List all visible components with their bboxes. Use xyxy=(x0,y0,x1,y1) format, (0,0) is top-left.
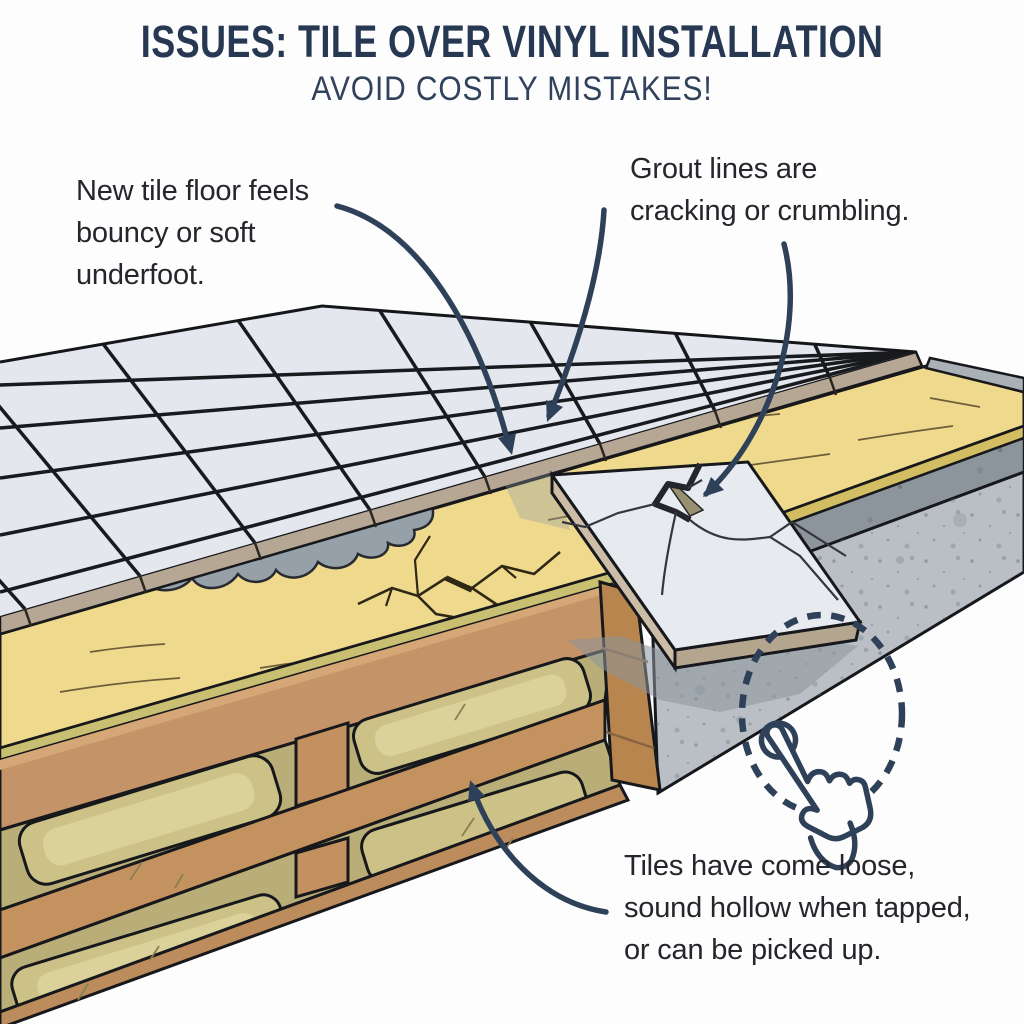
annotation-line: bouncy or soft xyxy=(76,217,256,250)
page-subtitle: AVOID COSTLY MISTAKES! xyxy=(311,70,713,108)
subfloor-joist-assembly xyxy=(0,573,662,1024)
header: ISSUES: TILE OVER VINYL INSTALLATION xyxy=(0,16,1024,68)
bottom-plate xyxy=(0,783,631,1024)
tap-gesture-icon xyxy=(758,720,874,871)
annotation-line: sound hollow when tapped, xyxy=(624,892,971,925)
annotation-grout-cracking: Grout lines are cracking or crumbling. xyxy=(630,148,909,232)
insulation-batt xyxy=(17,754,283,886)
annotation-line: Grout lines are xyxy=(630,153,818,185)
arrow-to-subfloor-joists xyxy=(469,783,609,915)
annotation-line: underfoot. xyxy=(76,259,205,292)
page-title: ISSUES: TILE OVER VINYL INSTALLATION xyxy=(140,16,884,67)
annotation-line: cracking or crumbling. xyxy=(630,195,910,228)
tile-floor xyxy=(0,304,924,636)
annotation-arrows xyxy=(334,203,793,915)
tile-edge-ticks xyxy=(23,377,838,627)
arrow-to-cracked-tile xyxy=(703,241,793,497)
arrow-to-tile-surface xyxy=(334,203,511,445)
annotation-line: Tiles have come loose, xyxy=(624,850,916,882)
tile-edge-strip xyxy=(0,350,924,636)
annotation-line: or can be picked up. xyxy=(624,934,882,967)
tile-shadow xyxy=(568,634,858,712)
annotation-loose-tiles: Tiles have come loose, sound hollow when… xyxy=(624,845,971,971)
dashed-focus-circle xyxy=(738,611,906,817)
cracked-loose-tile xyxy=(549,460,863,673)
annotation-line: New tile floor feels xyxy=(76,175,309,207)
tile-crack xyxy=(652,462,703,523)
tile-crack-lines xyxy=(561,479,847,601)
arrow-to-grout-lines xyxy=(546,207,607,419)
annotation-bouncy-floor: New tile floor feels bouncy or soft unde… xyxy=(76,170,309,296)
